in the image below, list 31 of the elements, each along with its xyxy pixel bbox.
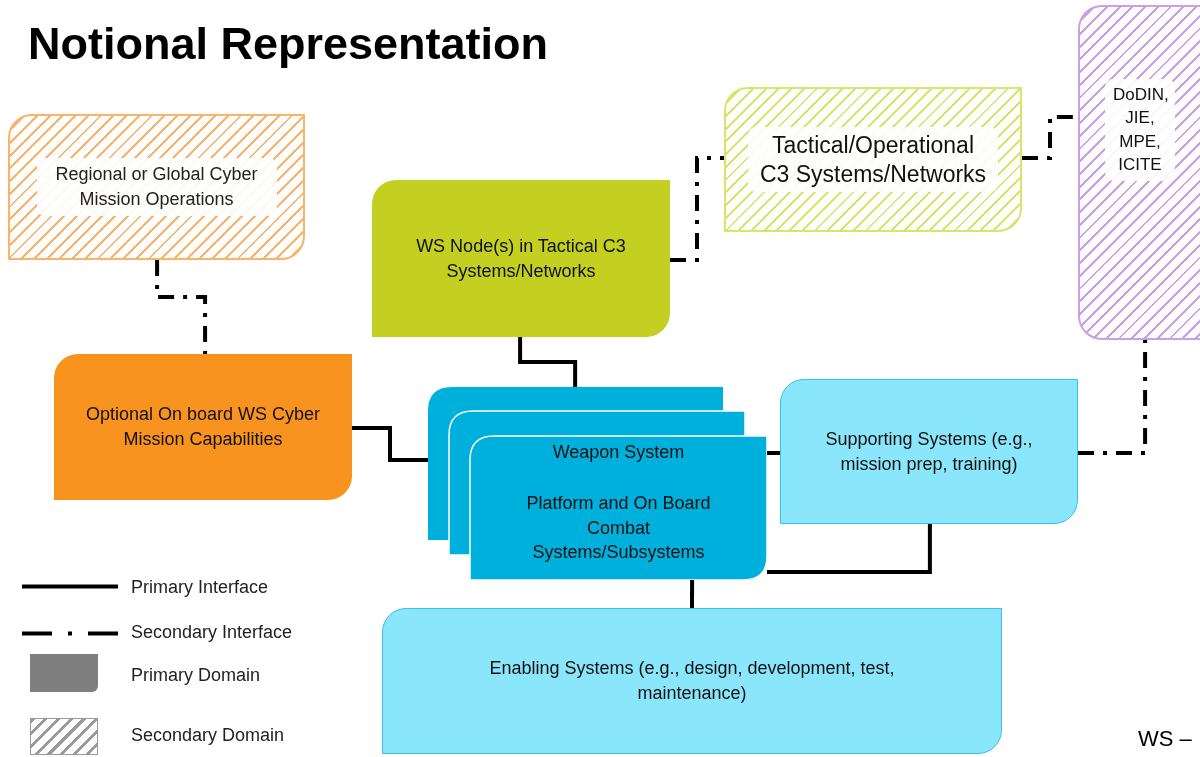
node-label: Tactical/Operational C3 Systems/Networks [748, 126, 998, 193]
stacked-card-box [428, 387, 767, 580]
hatched-domain-box [1078, 5, 1200, 340]
legend-label: Primary Domain [131, 664, 261, 687]
connector-line [518, 337, 578, 387]
node-body: Platform and On Board Combat Systems/Subsystems [525, 491, 712, 565]
title: Notional Representation [28, 17, 549, 71]
node-label: Enabling Systems (e.g., design, development, test, maintenance) [488, 657, 896, 705]
legend-label: Primary Interface [131, 576, 269, 599]
connector-line [1078, 340, 1148, 455]
connector-line [767, 450, 780, 455]
node-heading: Weapon System [552, 441, 685, 464]
primary-domain-box [372, 180, 670, 337]
connector-line [767, 524, 932, 574]
node-label: WS Node(s) in Tactical C3 Systems/Networks [415, 234, 627, 283]
legend-label: Secondary Domain [131, 724, 285, 747]
node-label: Regional or Global Cyber Mission Operations [36, 158, 277, 216]
connector-line [352, 426, 428, 462]
connector-line [155, 260, 208, 354]
legend-label: Secondary Interface [131, 621, 293, 644]
footer-text: WS – [1138, 725, 1192, 753]
connector-line [690, 580, 695, 608]
primary-domain-box [54, 354, 352, 500]
primary-domain-box [382, 608, 1002, 754]
node-label: Optional On board WS Cyber Mission Capabilities [84, 403, 322, 451]
primary-domain-box [780, 379, 1078, 524]
connector-line [670, 156, 724, 263]
hatched-domain-box [8, 114, 305, 260]
node-label: DoDIN, JIE, MPE, ICITE [1105, 79, 1175, 181]
hatched-domain-box [724, 87, 1022, 232]
node-label: Supporting Systems (e.g., mission prep, training) [824, 427, 1034, 476]
